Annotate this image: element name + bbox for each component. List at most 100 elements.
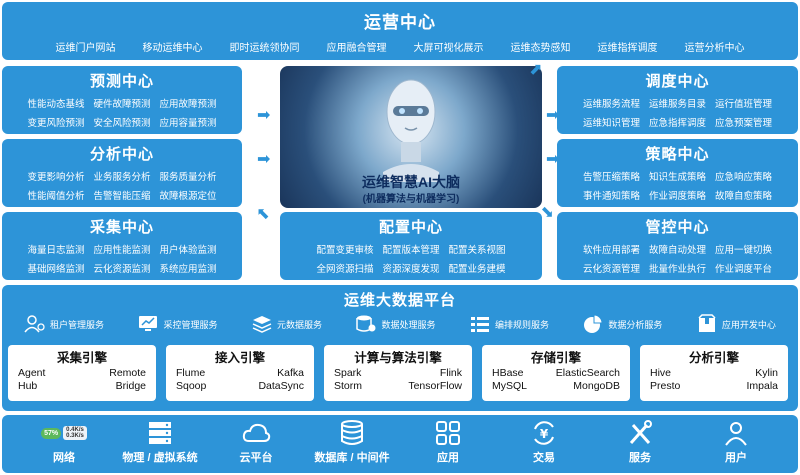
collect-item: 用户体验监测 [159, 245, 217, 256]
infra-label: 数据库 / 中间件 [314, 452, 390, 464]
infra-label: 应用 [437, 452, 459, 464]
predict-center-title: 预测中心 [89, 73, 154, 90]
analysis-item: 故障根源定位 [159, 191, 217, 202]
infra-database-middleware: 数据库 / 中间件 [307, 419, 397, 465]
config-center-title: 配置中心 [378, 219, 443, 236]
analysis-item: 变更影响分析 [27, 172, 85, 183]
dispatch-center-panel: 调度中心 运维服务流程 运维服务目录 运行值班管理 运维知识管理 应急指挥调度 … [557, 66, 798, 134]
apps-grid-icon [436, 421, 460, 445]
infra-transaction: ¥ 交易 [499, 419, 589, 465]
service-app-dev: 应用开发中心 [696, 314, 776, 334]
engine-item: Sqoop [176, 380, 207, 392]
engine-item: MySQL [492, 380, 528, 392]
cloud-icon [242, 423, 271, 442]
collect-item: 云化资源监测 [93, 264, 151, 275]
monitor-control-icon [139, 316, 158, 331]
network-percent: 57% [41, 427, 62, 439]
engine-item: Kafka [277, 367, 304, 379]
infra-physical-virtual: 物理 / 虚拟系统 [115, 419, 205, 465]
engine-item: Flume [176, 367, 206, 379]
service-data-processing: 数据处理服务 [355, 314, 435, 334]
analysis-item: 业务服务分析 [93, 172, 151, 183]
infra-label: 云平台 [239, 452, 273, 464]
engine-item: Agent [18, 367, 46, 379]
strategy-item: 作业调度策略 [648, 191, 706, 202]
infra-label: 用户 [725, 452, 747, 464]
predict-item: 安全风险预测 [93, 118, 151, 129]
strategy-item: 事件通知策略 [582, 191, 640, 202]
strategy-center-title: 策略中心 [645, 146, 710, 163]
infra-label: 交易 [533, 452, 555, 464]
service-collect-control: 采控管理服务 [137, 314, 218, 334]
collect-center-title: 采集中心 [89, 219, 154, 236]
yen-cycle-icon: ¥ [534, 421, 554, 445]
control-item: 作业调度平台 [715, 264, 773, 275]
ops-item: 运维态势感知 [510, 43, 571, 54]
engine-item: Flink [439, 367, 462, 379]
dispatch-item: 应急指挥调度 [648, 118, 706, 129]
engine-item: Presto [650, 380, 681, 392]
service-metadata: 元数据服务 [251, 314, 322, 334]
pie-chart-icon [584, 314, 603, 333]
engine-item: Bridge [115, 380, 146, 392]
ops-item: 即时运统领协同 [229, 43, 300, 54]
predict-item: 硬件故障预测 [93, 99, 151, 110]
collect-center-panel: 采集中心 海量日志监测 应用性能监测 用户体验监测 基础网络监测 云化资源监测 … [2, 212, 242, 280]
arrow-right-icon: ➡ [546, 151, 560, 168]
service-label: 数据处理服务 [381, 319, 436, 330]
engine-compute: 计算与算法引擎 Spark Flink Storm TensorFlow [324, 345, 472, 401]
dispatch-item: 运维服务流程 [582, 99, 640, 110]
layers-icon [252, 316, 272, 333]
config-item: 配置关系视图 [448, 245, 506, 256]
infra-user: 用户 [691, 419, 781, 465]
list-rules-icon [470, 317, 489, 332]
predict-item: 应用故障预测 [159, 99, 217, 110]
config-item: 配置变更审核 [316, 245, 374, 256]
network-download: 0.3K/s [66, 433, 84, 439]
infra-network: 57% 0.4K/s 0.3K/s 网络 [19, 419, 109, 465]
analysis-center-panel: 分析中心 变更影响分析 业务服务分析 服务质量分析 性能阈值分析 告警智能压缩 … [2, 139, 242, 207]
service-label: 编排规则服务 [494, 319, 549, 330]
ops-item: 运维门户网站 [55, 43, 116, 54]
infra-service: 服务 [595, 419, 685, 465]
engine-title: 计算与算法引擎 [354, 351, 442, 365]
arrow-up-left-icon: ➡ [252, 202, 275, 225]
config-item: 配置业务建模 [448, 264, 506, 275]
engine-analysis: 分析引擎 Hive Kylin Presto Impala [640, 345, 788, 401]
engine-title: 分析引擎 [688, 351, 739, 365]
engine-item: DataSync [258, 380, 304, 392]
infra-label: 网络 [53, 452, 75, 464]
strategy-center-panel: 策略中心 告警压缩策略 知识生成策略 应急响应策略 事件通知策略 作业调度策略 … [557, 139, 798, 207]
user-icon [725, 422, 747, 446]
engine-title: 采集引擎 [56, 351, 107, 365]
service-label: 采控管理服务 [163, 319, 218, 330]
dispatch-item: 运行值班管理 [715, 99, 773, 110]
database-gear-icon [356, 315, 376, 332]
engine-storage: 存储引擎 HBase ElasticSearch MySQL MongoDB [482, 345, 630, 401]
infra-cloud: 云平台 [211, 419, 301, 465]
engine-item: Spark [334, 367, 362, 379]
ops-item: 大屏可视化展示 [413, 43, 484, 54]
ops-item: 运营分析中心 [684, 43, 745, 54]
database-icon [341, 420, 363, 445]
control-item: 软件应用部署 [582, 245, 640, 256]
infra-label: 服务 [629, 452, 651, 464]
network-speed-icon: 57% 0.4K/s 0.3K/s [41, 419, 87, 447]
ops-item: 运维指挥调度 [597, 43, 658, 54]
ai-brain-subtitle: (机器算法与机器学习) [362, 194, 460, 205]
config-item: 资源深度发现 [382, 264, 440, 275]
strategy-item: 告警压缩策略 [582, 172, 640, 183]
package-icon [698, 314, 716, 332]
server-icon [149, 422, 171, 444]
control-item: 应用一键切换 [715, 245, 773, 256]
engine-item: Hive [650, 367, 672, 379]
engine-item: Impala [746, 380, 778, 392]
infra-label: 物理 / 虚拟系统 [122, 452, 198, 464]
service-data-analysis: 数据分析服务 [582, 314, 662, 334]
ops-item: 应用融合管理 [326, 43, 387, 54]
predict-item: 应用容量预测 [159, 118, 217, 129]
engine-item: MongoDB [573, 380, 620, 392]
predict-item: 性能动态基线 [27, 99, 85, 110]
engine-item: Remote [109, 367, 146, 379]
ai-brain-panel: 运维智慧AI大脑 (机器算法与机器学习) [280, 66, 542, 208]
